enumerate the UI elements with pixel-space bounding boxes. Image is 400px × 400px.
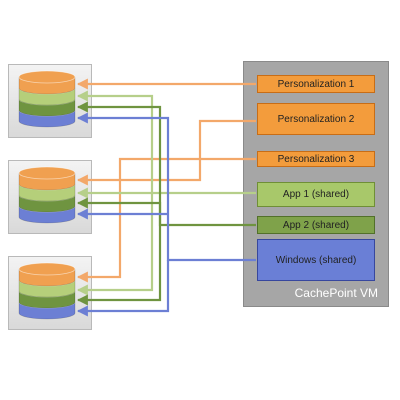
block-windows-label: Windows (shared) xyxy=(275,254,357,266)
disk-stack-icon xyxy=(18,70,76,128)
disk-stack-icon xyxy=(18,166,76,224)
block-app-1: App 1 (shared) xyxy=(257,182,375,207)
block-windows: Windows (shared) xyxy=(257,239,375,281)
block-app-2: App 2 (shared) xyxy=(257,216,375,234)
link-personalization-2 xyxy=(76,119,256,186)
link-windows-server3 xyxy=(76,260,170,317)
disk-stack-icon xyxy=(18,262,76,320)
block-app-2-label: App 2 (shared) xyxy=(282,219,350,231)
vm-title: CachePoint VM xyxy=(294,286,378,300)
link-personalization-3 xyxy=(76,157,256,283)
link-app2-server1 xyxy=(76,101,256,227)
block-personalization-2: Personalization 2 xyxy=(257,103,375,135)
block-personalization-3: Personalization 3 xyxy=(257,151,375,167)
block-personalization-3-label: Personalization 3 xyxy=(277,153,355,165)
link-app1-server3 xyxy=(76,193,154,296)
link-app1-server1 xyxy=(76,90,256,195)
link-app2-server3 xyxy=(76,225,162,306)
block-personalization-1-label: Personalization 1 xyxy=(277,78,355,90)
link-windows-server1 xyxy=(76,112,256,262)
block-app-1-label: App 1 (shared) xyxy=(282,189,350,200)
disk-layer-top-orange xyxy=(18,70,76,84)
link-app2-server2 xyxy=(76,197,162,225)
cachepoint-vm: Personalization 1 Personalization 2 Pers… xyxy=(243,61,389,307)
disk-layer-top-orange xyxy=(18,166,76,180)
disk-server-1 xyxy=(8,64,92,138)
disk-layer-top-orange xyxy=(18,262,76,276)
block-personalization-1: Personalization 1 xyxy=(257,75,375,93)
block-personalization-2-label: Personalization 2 xyxy=(277,113,355,125)
